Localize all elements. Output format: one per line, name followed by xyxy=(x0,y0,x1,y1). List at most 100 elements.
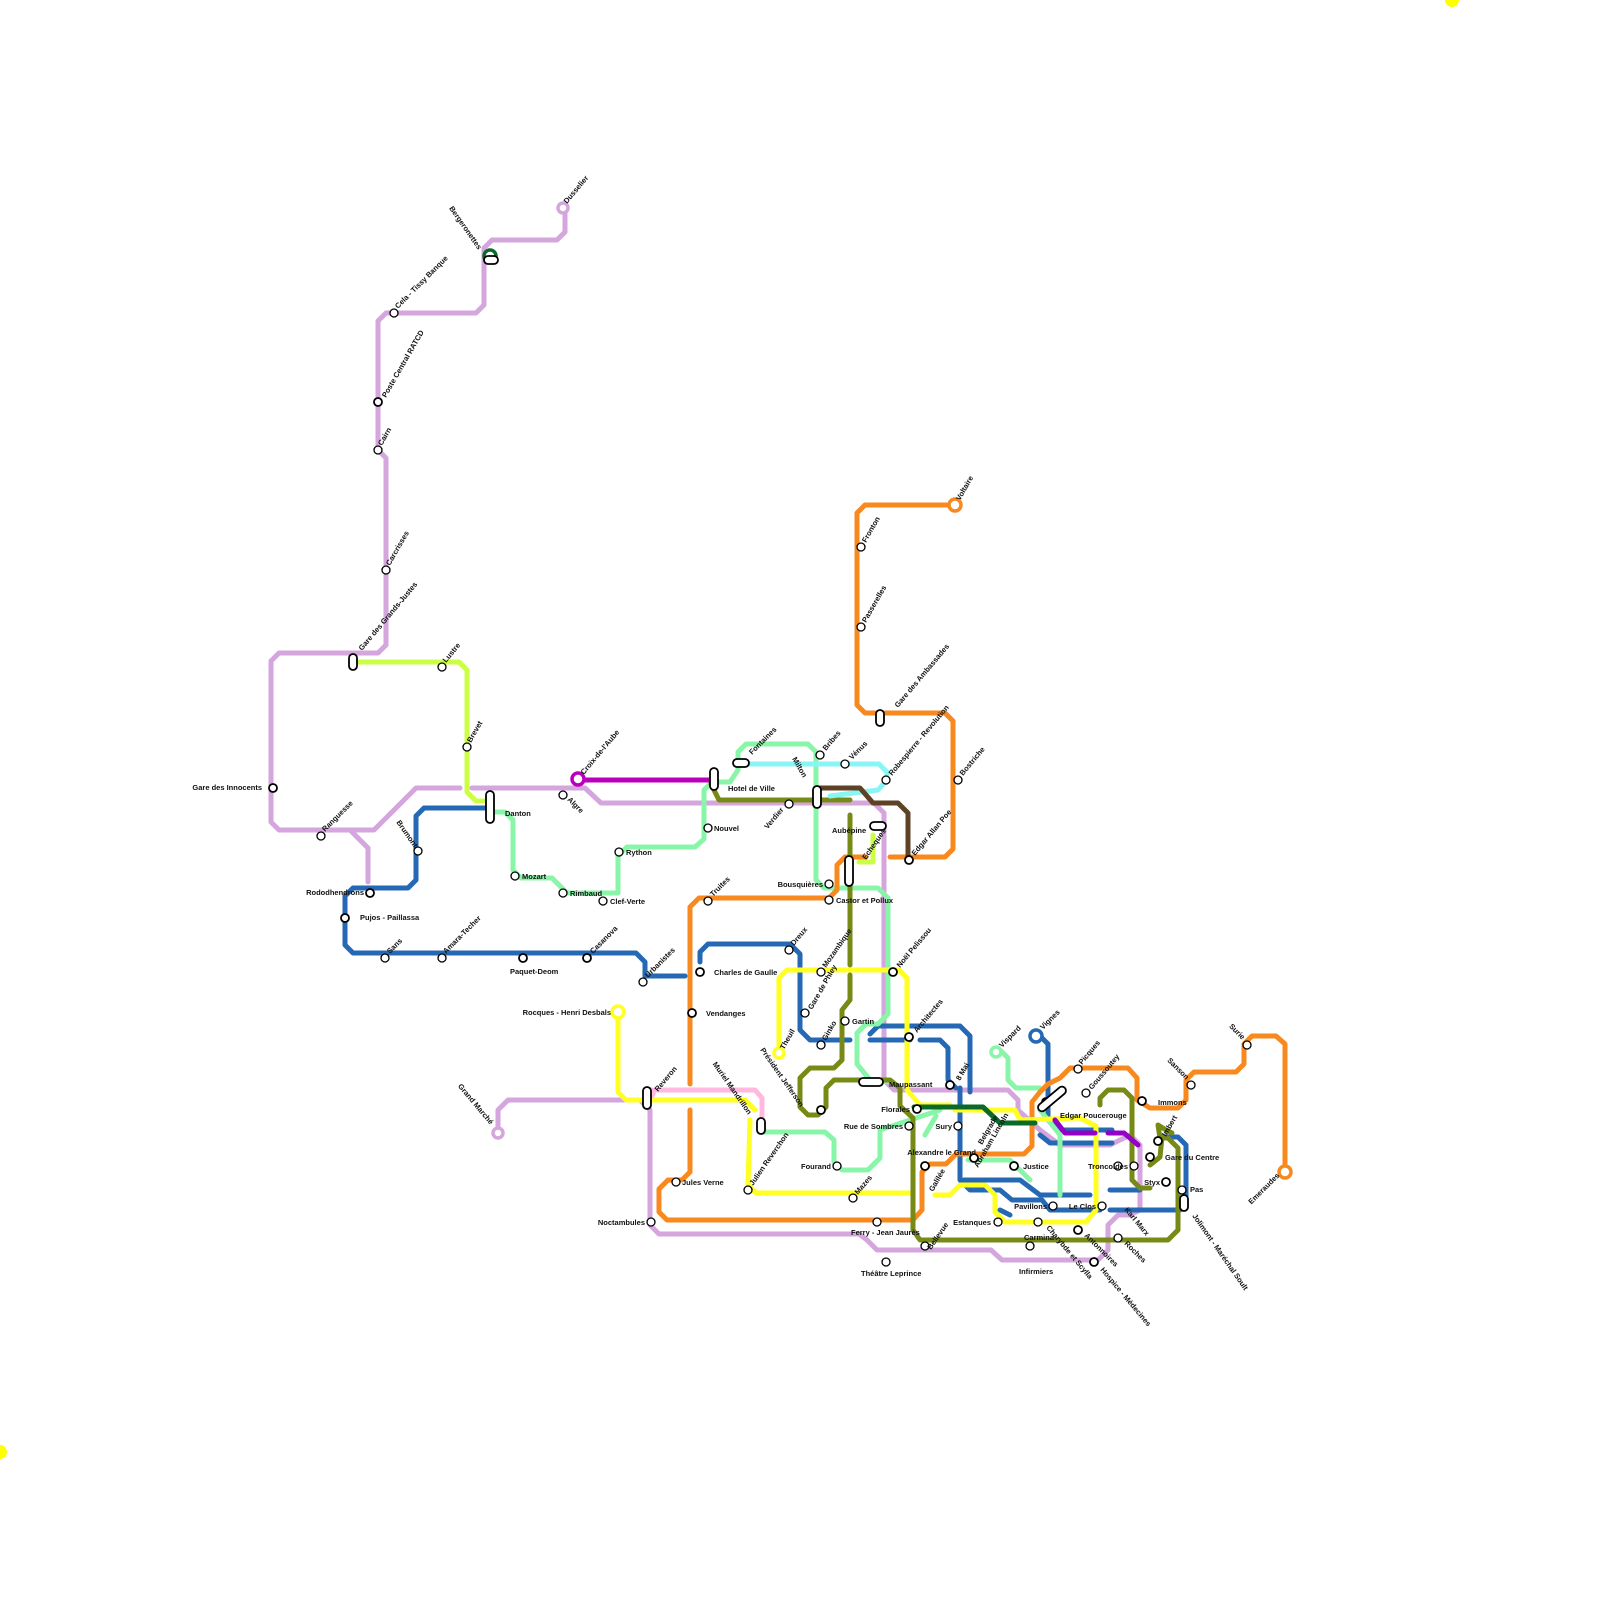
station-dot[interactable] xyxy=(784,945,794,955)
station-dot[interactable] xyxy=(1113,1233,1123,1243)
terminus-grand-marche[interactable] xyxy=(491,1126,505,1140)
station-dot[interactable] xyxy=(437,953,447,963)
station-dot[interactable] xyxy=(800,1008,810,1018)
station-dot[interactable] xyxy=(1073,1225,1083,1235)
station-dot[interactable] xyxy=(945,1080,955,1090)
station-dot[interactable] xyxy=(904,1121,914,1131)
station-dot[interactable] xyxy=(380,953,390,963)
station-dot[interactable] xyxy=(888,967,898,977)
station-dot[interactable] xyxy=(840,759,850,769)
station-dot[interactable] xyxy=(953,1121,963,1131)
station-dot[interactable] xyxy=(816,1105,826,1115)
terminus-vignes[interactable] xyxy=(1028,1028,1044,1044)
station-dot[interactable] xyxy=(598,896,608,906)
station-dot[interactable] xyxy=(1177,1185,1187,1195)
station-dot[interactable] xyxy=(510,871,520,881)
interchange-capsule[interactable] xyxy=(483,255,499,265)
station-dot[interactable] xyxy=(816,1040,826,1050)
station-dot[interactable] xyxy=(920,1241,930,1251)
station-dot[interactable] xyxy=(1089,1257,1099,1267)
station-dot[interactable] xyxy=(881,775,891,785)
interchange-capsule[interactable] xyxy=(348,653,358,671)
station-dot[interactable] xyxy=(832,1161,842,1171)
interchange-capsule[interactable] xyxy=(756,1117,766,1135)
interchange-capsule[interactable] xyxy=(642,1086,652,1110)
station-dot[interactable] xyxy=(1145,1152,1155,1162)
station-dot[interactable] xyxy=(413,846,423,856)
station-dot[interactable] xyxy=(993,1217,1003,1227)
station-dot[interactable] xyxy=(703,896,713,906)
station-dot[interactable] xyxy=(316,831,326,841)
terminus-theuil[interactable] xyxy=(772,1046,786,1060)
station-dot[interactable] xyxy=(856,622,866,632)
station-dot[interactable] xyxy=(1097,1201,1107,1211)
terminus-dusselier[interactable] xyxy=(556,201,570,215)
interchange-capsule[interactable] xyxy=(709,767,719,791)
station-dot[interactable] xyxy=(558,790,568,800)
station-dot[interactable] xyxy=(872,1217,882,1227)
station-dot[interactable] xyxy=(840,1016,850,1026)
station-dot[interactable] xyxy=(1081,1088,1091,1098)
station-dot[interactable] xyxy=(743,1185,753,1195)
station-dot[interactable] xyxy=(381,565,391,575)
station-dot[interactable] xyxy=(1129,1161,1139,1171)
station-dot[interactable] xyxy=(824,879,834,889)
station-dot[interactable] xyxy=(1073,1064,1083,1074)
station-dot[interactable] xyxy=(1033,1217,1043,1227)
station-dot[interactable] xyxy=(695,967,705,977)
station-dot[interactable] xyxy=(1025,1241,1035,1251)
station-dot[interactable] xyxy=(824,895,834,905)
station-dot[interactable] xyxy=(912,1104,922,1114)
station-dot[interactable] xyxy=(646,1217,656,1227)
interchange-capsule[interactable] xyxy=(844,855,854,887)
station-dot[interactable] xyxy=(1113,1161,1123,1171)
station-dot[interactable] xyxy=(389,308,399,318)
station-dot[interactable] xyxy=(365,888,375,898)
station-dot[interactable] xyxy=(816,967,826,977)
interchange-capsule[interactable] xyxy=(812,785,822,809)
station-dot[interactable] xyxy=(881,1257,891,1267)
station-dot[interactable] xyxy=(582,953,592,963)
interchange-capsule[interactable] xyxy=(869,821,887,831)
station-dot[interactable] xyxy=(518,953,528,963)
station-dot[interactable] xyxy=(268,783,278,793)
terminus-croix-aube[interactable] xyxy=(570,771,586,787)
station-dot[interactable] xyxy=(1153,1136,1163,1146)
interchange-capsule[interactable] xyxy=(485,790,495,824)
station-dot[interactable] xyxy=(703,823,713,833)
station-dot[interactable] xyxy=(953,775,963,785)
station-dot[interactable] xyxy=(462,742,472,752)
station-dot[interactable] xyxy=(904,855,914,865)
interchange-capsule[interactable] xyxy=(1179,1194,1189,1212)
station-dot[interactable] xyxy=(373,397,383,407)
interchange-capsule[interactable] xyxy=(732,758,750,768)
station-dot[interactable] xyxy=(848,1193,858,1203)
station-dot[interactable] xyxy=(1242,1040,1252,1050)
terminus-vispard[interactable] xyxy=(989,1045,1003,1059)
station-dot[interactable] xyxy=(1161,1177,1171,1187)
station-dot[interactable] xyxy=(1048,1201,1058,1211)
station-dot[interactable] xyxy=(614,847,624,857)
station-dot[interactable] xyxy=(904,1032,914,1042)
interchange-capsule[interactable] xyxy=(858,1077,884,1087)
station-dot[interactable] xyxy=(920,1161,930,1171)
station-dot[interactable] xyxy=(671,1177,681,1187)
station-dot[interactable] xyxy=(1009,1161,1019,1171)
station-dot[interactable] xyxy=(856,542,866,552)
station-dot[interactable] xyxy=(1186,1080,1196,1090)
station-dot[interactable] xyxy=(687,1008,697,1018)
station-dot[interactable] xyxy=(373,445,383,455)
station-dot[interactable] xyxy=(558,888,568,898)
terminus-voltaire[interactable] xyxy=(947,497,963,513)
terminus-emeraudes[interactable] xyxy=(1277,1164,1293,1180)
interchange-capsule[interactable] xyxy=(875,709,885,727)
station-dot[interactable] xyxy=(784,799,794,809)
station-dot[interactable] xyxy=(969,1153,979,1163)
station-dot[interactable] xyxy=(815,750,825,760)
station-dot[interactable] xyxy=(1137,1096,1147,1106)
station-dot[interactable] xyxy=(638,977,648,987)
station-dot[interactable] xyxy=(437,662,447,672)
terminus-rocques[interactable] xyxy=(610,1004,626,1020)
station-dot[interactable] xyxy=(340,913,350,923)
interchange-capsule[interactable] xyxy=(1036,1085,1067,1113)
